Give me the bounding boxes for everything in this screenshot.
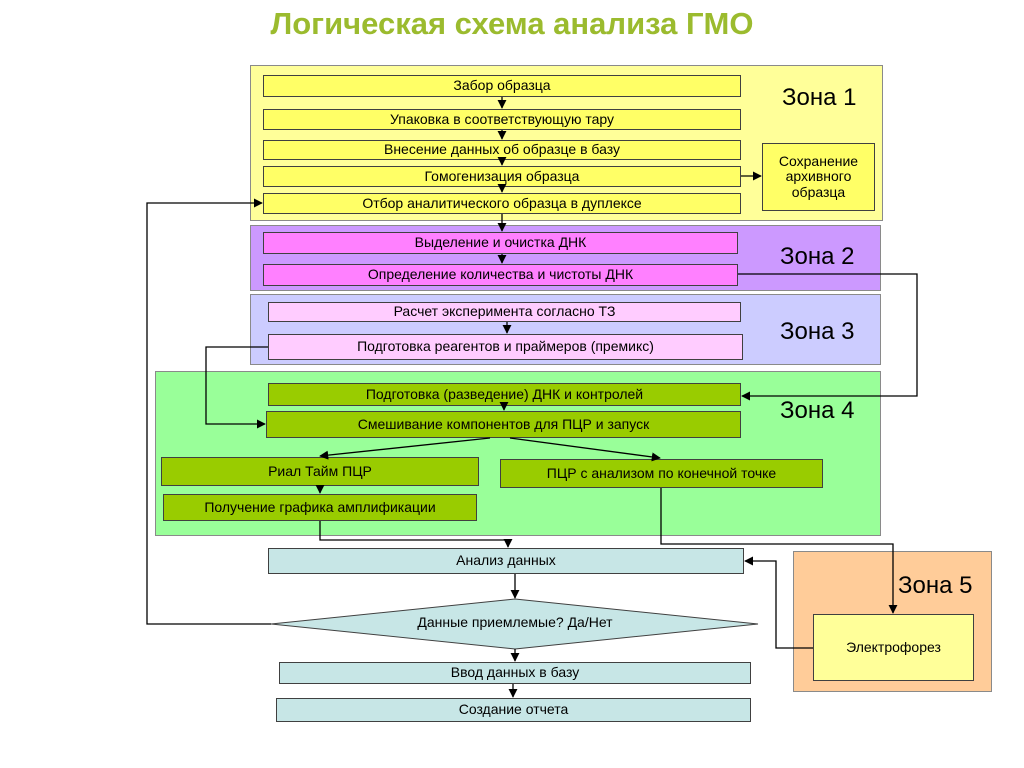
step-experiment-calc: Расчет эксперимента согласно ТЗ xyxy=(268,302,741,322)
step-reagent-prep: Подготовка реагентов и праймеров (премик… xyxy=(268,334,743,360)
step-sample-collection: Забор образца xyxy=(263,75,741,97)
page-title: Логическая схема анализа ГМО xyxy=(270,6,754,41)
step-homogenization: Гомогенизация образца xyxy=(263,166,741,187)
step-pcr-mixing: Смешивание компонентов для ПЦР и запуск xyxy=(266,411,741,438)
step-electrophoresis: Электрофорез xyxy=(813,614,974,681)
step-duplex-sampling: Отбор аналитического образца в дуплексе xyxy=(263,193,741,214)
step-archive-sample: Сохранение архивного образца xyxy=(762,143,875,211)
step-db-entry: Ввод данных в базу xyxy=(279,662,751,684)
zone-5-label: Зона 5 xyxy=(898,572,973,599)
step-data-analysis: Анализ данных xyxy=(268,548,744,574)
step-realtime-pcr: Риал Тайм ПЦР xyxy=(161,457,479,486)
zone-1-label: Зона 1 xyxy=(782,84,857,111)
step-packaging: Упаковка в соответствующую тару xyxy=(263,109,741,130)
zone-4-label: Зона 4 xyxy=(780,397,855,424)
step-endpoint-pcr: ПЦР с анализом по конечной точке xyxy=(500,459,823,488)
step-report: Создание отчета xyxy=(276,698,751,722)
zone-2-label: Зона 2 xyxy=(780,243,855,270)
decision-label: Данные приемлемые? Да/Нет xyxy=(417,614,613,630)
step-dna-quantity: Определение количества и чистоты ДНК xyxy=(263,264,738,286)
step-dna-extraction: Выделение и очистка ДНК xyxy=(263,232,738,254)
zone-3-label: Зона 3 xyxy=(780,318,855,345)
step-dna-dilution: Подготовка (разведение) ДНК и контролей xyxy=(268,383,741,406)
step-amplification-graph: Получение графика амплификации xyxy=(163,494,477,521)
step-data-entry: Внесение данных об образце в базу xyxy=(263,140,741,160)
